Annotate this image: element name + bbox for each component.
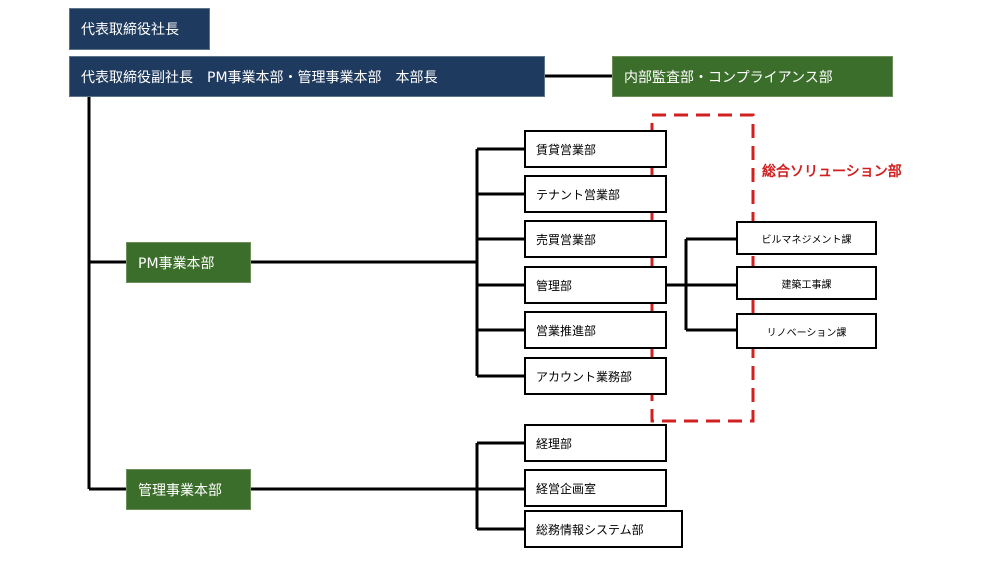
audit-box[interactable]: 内部監査部・コンプライアンス部 <box>612 56 893 97</box>
dept-label: 経営企画室 <box>536 481 597 496</box>
ceo-box[interactable]: 代表取締役社長 <box>69 8 210 50</box>
pm-division-box[interactable]: PM事業本部 <box>126 242 251 283</box>
audit-label: 内部監査部・コンプライアンス部 <box>624 69 833 86</box>
section-renovation[interactable]: リノベーション課 <box>736 313 877 349</box>
dept-label: 賃貸営業部 <box>536 142 597 157</box>
section-label: リノベーション課 <box>766 327 847 339</box>
dept-management[interactable]: 管理部 <box>524 266 667 304</box>
pm-division-label: PM事業本部 <box>138 255 215 272</box>
dept-account-operations[interactable]: アカウント業務部 <box>524 357 667 395</box>
dept-corporate-planning[interactable]: 経営企画室 <box>524 469 667 507</box>
dept-general-affairs-it[interactable]: 総務情報システム部 <box>524 510 683 548</box>
section-construction[interactable]: 建築工事課 <box>736 266 877 300</box>
solution-group-label: 総合ソリューション部 <box>762 164 902 180</box>
vice-president-label: 代表取締役副社長 PM事業本部・管理事業本部 本部長 <box>81 69 438 86</box>
dept-accounting[interactable]: 経理部 <box>524 424 667 462</box>
dept-label: アカウント業務部 <box>536 369 633 384</box>
dept-label: 売買営業部 <box>536 232 597 247</box>
dept-label: テナント営業部 <box>536 187 621 202</box>
vice-president-box[interactable]: 代表取締役副社長 PM事業本部・管理事業本部 本部長 <box>69 56 545 97</box>
section-label: 建築工事課 <box>781 279 832 291</box>
admin-division-label: 管理事業本部 <box>138 482 222 499</box>
dept-rental-sales[interactable]: 賃貸営業部 <box>524 130 667 168</box>
dept-sales-promotion[interactable]: 営業推進部 <box>524 311 667 349</box>
dept-tenant-sales[interactable]: テナント営業部 <box>524 175 667 213</box>
ceo-label: 代表取締役社長 <box>81 22 179 38</box>
dept-label: 経理部 <box>536 436 573 451</box>
admin-division-box[interactable]: 管理事業本部 <box>126 469 251 510</box>
dept-label: 管理部 <box>536 278 573 293</box>
section-building-management[interactable]: ビルマネジメント課 <box>736 221 877 255</box>
section-label: ビルマネジメント課 <box>761 234 852 246</box>
dept-label: 総務情報システム部 <box>536 522 644 537</box>
dept-label: 営業推進部 <box>536 323 597 338</box>
dept-trading-sales[interactable]: 売買営業部 <box>524 220 667 258</box>
